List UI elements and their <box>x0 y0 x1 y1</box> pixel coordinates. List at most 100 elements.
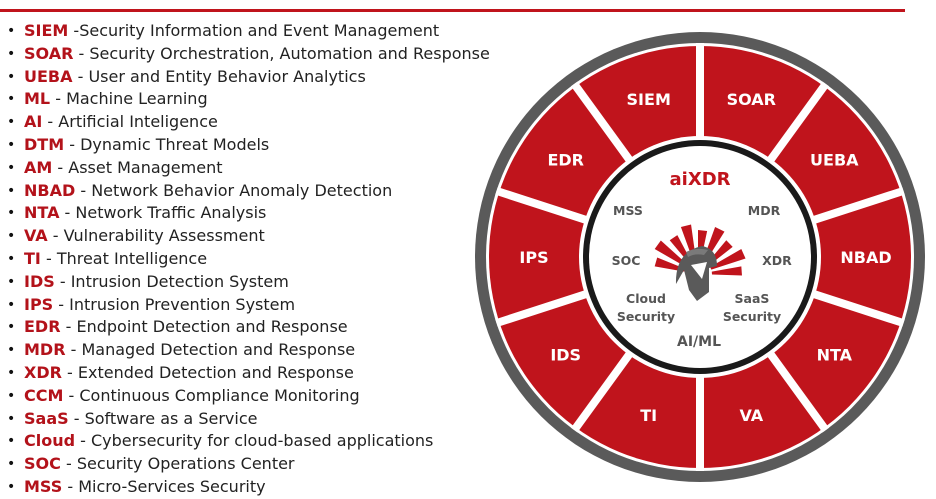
glossary-description: - Continuous Compliance Monitoring <box>63 385 360 405</box>
bullet-icon: • <box>7 433 16 450</box>
glossary-abbreviation: AM <box>24 157 53 177</box>
bullet-icon: • <box>7 456 16 473</box>
bullet-icon: • <box>7 296 16 313</box>
glossary-description: - Machine Learning <box>50 89 208 109</box>
bullet-icon: • <box>7 387 16 404</box>
bullet-icon: • <box>7 342 16 359</box>
segment-label-va: VA <box>739 406 763 425</box>
segment-separator <box>495 187 589 225</box>
glossary-description: - Cybersecurity for cloud-based applicat… <box>75 431 434 451</box>
glossary-description: - Intrusion Prevention System <box>53 294 296 314</box>
segment-separators <box>495 43 905 471</box>
glossary-description: - Asset Management <box>52 157 223 177</box>
bullet-icon: • <box>7 228 16 245</box>
bullet-icon: • <box>7 68 16 85</box>
segment-separator <box>811 289 905 327</box>
inner-label-cloud-1: Cloud <box>626 291 666 306</box>
glossary-item: • EDR - Endpoint Detection and Response <box>4 316 490 339</box>
bullet-icon: • <box>7 45 16 62</box>
segment-separator <box>766 350 830 433</box>
segment-label-ids: IDS <box>550 346 581 365</box>
glossary-description: - User and Entity Behavior Analytics <box>72 66 366 86</box>
bullet-icon: • <box>7 114 16 131</box>
bullet-icon: • <box>7 159 16 176</box>
bullet-icon: • <box>7 478 16 495</box>
glossary-abbreviation: EDR <box>24 317 61 337</box>
segment-label-edr: EDR <box>547 150 584 169</box>
glossary-abbreviation: Cloud <box>24 431 76 451</box>
segment-separator <box>811 187 905 225</box>
bullet-icon: • <box>7 273 16 290</box>
glossary-description: - Security Operations Center <box>60 454 295 474</box>
glossary-item: •IDS - Intrusion Detection System <box>4 271 490 294</box>
inner-label-mdr: MDR <box>748 203 781 218</box>
bullet-icon: • <box>7 319 16 336</box>
glossary-abbreviation: NBAD <box>24 180 76 200</box>
inner-label-cloud-2: Security <box>617 309 675 324</box>
bullet-icon: • <box>7 364 16 381</box>
glossary-abbreviation: VA <box>24 226 48 246</box>
segment-separator <box>570 350 634 433</box>
center-title: aiXDR <box>670 169 731 190</box>
segment-label-nbad: NBAD <box>840 248 891 267</box>
glossary-item: • TI - Threat Intelligence <box>4 248 490 271</box>
glossary-item: • AM - Asset Management <box>4 157 490 180</box>
glossary-description: - Extended Detection and Response <box>61 362 354 382</box>
glossary-description: - Micro-Services Security <box>62 476 266 496</box>
glossary-item: • IPS - Intrusion Prevention System <box>4 294 490 317</box>
segment-label-soar: SOAR <box>727 90 776 109</box>
glossary-description: - Threat Intelligence <box>40 248 208 268</box>
segment-label-ueba: UEBA <box>810 150 859 169</box>
inner-label-saas-1: SaaS <box>735 291 770 306</box>
glossary-item: • CCM - Continuous Compliance Monitoring <box>4 385 490 408</box>
glossary-description: - Dynamic Threat Models <box>64 134 270 154</box>
glossary-abbreviation: NTA <box>24 203 60 223</box>
bullet-icon: • <box>7 23 16 39</box>
glossary-item: • XDR - Extended Detection and Response <box>4 362 490 385</box>
segment-label-ips: IPS <box>519 248 548 267</box>
glossary-item: • MSS - Micro-Services Security <box>4 476 490 499</box>
glossary-abbreviation: DTM <box>24 134 65 154</box>
glossary-abbreviation: IPS <box>24 294 54 314</box>
acronym-glossary: • SIEM -Security Information and Event Ma… <box>4 20 490 499</box>
glossary-abbreviation: CCM <box>24 385 64 405</box>
glossary-abbreviation: SIEM <box>24 21 69 40</box>
segment-separator <box>570 81 634 164</box>
helmet-logo-icon <box>654 224 746 301</box>
segment-separator <box>766 81 830 164</box>
glossary-item: • Cloud - Cybersecurity for cloud-based a… <box>4 430 490 453</box>
glossary-item: •AI - Artificial Inteligence <box>4 111 490 134</box>
glossary-description: - Artificial Inteligence <box>42 112 218 132</box>
glossary-abbreviation: XDR <box>24 362 62 382</box>
glossary-description: - Security Orchestration, Automation and… <box>73 43 490 63</box>
glossary-abbreviation: SOAR <box>24 43 74 63</box>
bullet-icon: • <box>7 205 16 222</box>
glossary-description: - Vulnerability Assessment <box>47 226 265 246</box>
inner-label-mss: MSS <box>613 203 643 218</box>
glossary-description: - Endpoint Detection and Response <box>60 317 348 337</box>
glossary-abbreviation: SOC <box>24 454 61 474</box>
bullet-icon: • <box>7 182 16 199</box>
inner-label-saas-2: Security <box>723 309 781 324</box>
segment-label-ti: TI <box>640 406 657 425</box>
glossary-description: - Network Behavior Anomaly Detection <box>75 180 393 200</box>
glossary-description: -Security Information and Event Manageme… <box>68 21 440 40</box>
glossary-item: •ML - Machine Learning <box>4 88 490 111</box>
glossary-item: • VA - Vulnerability Assessment <box>4 225 490 248</box>
glossary-abbreviation: UEBA <box>24 66 73 86</box>
glossary-item: • SOAR - Security Orchestration, Automati… <box>4 43 490 66</box>
glossary-description: - Managed Detection and Response <box>65 340 356 360</box>
glossary-item: • SIEM -Security Information and Event Ma… <box>4 20 490 43</box>
glossary-description: - Network Traffic Analysis <box>59 203 267 223</box>
glossary-item: • NTA - Network Traffic Analysis <box>4 202 490 225</box>
glossary-abbreviation: MSS <box>24 476 63 496</box>
glossary-abbreviation: SaaS <box>24 408 69 428</box>
inner-label-soc: SOC <box>612 253 641 268</box>
glossary-abbreviation: TI <box>24 248 41 268</box>
top-divider <box>0 9 905 12</box>
glossary-item: • UEBA - User and Entity Behavior Analyti… <box>4 66 490 89</box>
glossary-item: • NBAD - Network Behavior Anomaly Detecti… <box>4 180 490 203</box>
bullet-icon: • <box>7 250 16 267</box>
